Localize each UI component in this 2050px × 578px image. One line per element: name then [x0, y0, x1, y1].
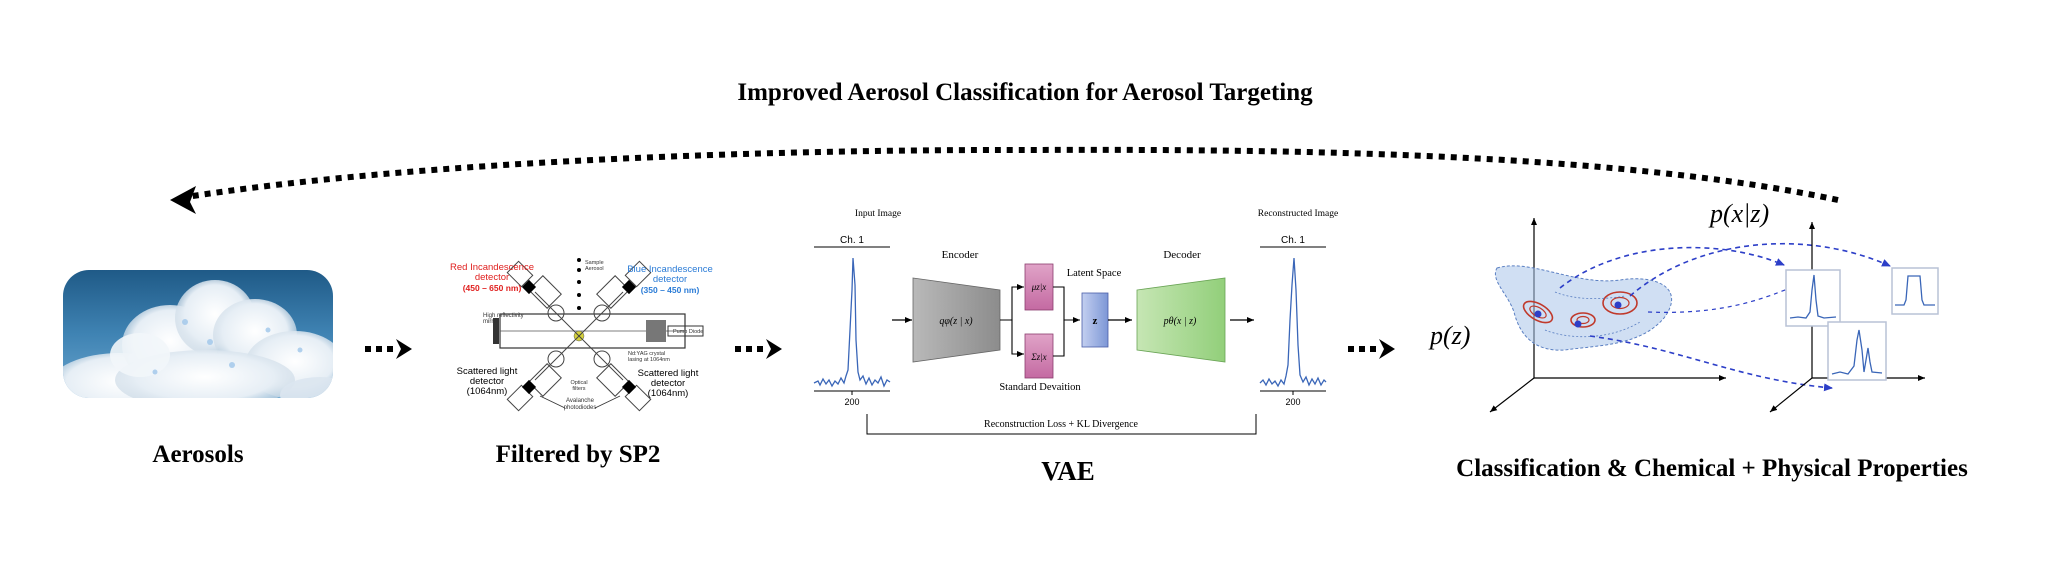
sp2-filters-label: Optical: [570, 380, 587, 386]
stage-label-classification: Classification & Chemical + Physical Pro…: [1456, 455, 1968, 482]
svg-text:Red Incandescence: Red Incandescence: [450, 262, 534, 273]
stage-label-vae: VAE: [1041, 456, 1095, 486]
dotted-arrow-right-icon: [735, 339, 782, 359]
vae-input-signal-plot: Ch. 1 200: [813, 235, 891, 407]
svg-text:Blue Incandescence: Blue Incandescence: [627, 264, 713, 275]
cloud-photo-icon: [63, 270, 333, 398]
svg-text:detector: detector: [653, 274, 687, 285]
vae-reconstructed-signal-plot: Ch. 1 200: [1259, 235, 1327, 407]
svg-text:(1064nm): (1064nm): [467, 386, 508, 397]
vae-mu-block: μz|x: [1024, 263, 1054, 311]
svg-text:Scattered light: Scattered light: [638, 368, 699, 379]
vae-encoder-formula: qφ(z | x): [939, 316, 973, 327]
svg-text:Scattered light: Scattered light: [457, 366, 518, 377]
vae-input-x-tick: 200: [844, 397, 859, 407]
sp2-sample-aerosol-label: Sample: [585, 260, 604, 266]
dotted-arrow-right-icon: [1348, 339, 1395, 359]
svg-text:detector: detector: [470, 376, 504, 387]
svg-text:(350 – 450 nm): (350 – 450 nm): [641, 285, 700, 295]
vae-loss-label: Reconstruction Loss + KL Divergence: [984, 419, 1138, 430]
sp2-photodiodes-label: photodiodes: [564, 405, 597, 411]
vae-reconstructed-image-label: Reconstructed Image: [1258, 209, 1338, 219]
likelihood-mapping-arrows: [1559, 242, 1891, 392]
sp2-mirror-label: mirror: [483, 319, 499, 325]
sp2-photodiodes-label: Avalanche: [566, 398, 595, 404]
vae-loss-bracket: Reconstruction Loss + KL Divergence: [866, 414, 1257, 435]
sp2-crystal-label: lasing at 1064nm: [628, 357, 670, 363]
svg-text:μz|x: μz|x: [1031, 282, 1047, 292]
likelihood-pxz-label: p(x|z): [1708, 199, 1769, 228]
stage-label-sp2: Filtered by SP2: [496, 441, 661, 468]
dotted-return-arrow-icon: [170, 146, 1839, 214]
svg-text:detector: detector: [651, 378, 685, 389]
prior-pz-label: p(z): [1428, 321, 1470, 350]
sp2-mirror-label: High reflectivity: [483, 313, 524, 319]
sp2-scattered-right-label: Scattered light detector (1064nm): [638, 368, 699, 399]
vae-output-channel-label: Ch. 1: [1281, 235, 1305, 246]
vae-latent-z-block: z: [1081, 292, 1109, 348]
vae-std-label: Standard Devaition: [999, 382, 1081, 393]
sp2-schematic: [493, 258, 704, 412]
sp2-sample-aerosol-label: Aerosol: [585, 266, 604, 272]
svg-text:(450 – 650 nm): (450 – 650 nm): [463, 283, 522, 293]
decoded-signal-thumb: [1891, 267, 1939, 315]
svg-text:Σz|x: Σz|x: [1030, 352, 1046, 362]
sp2-red-detector-label: Red Incandescence detector (450 – 650 nm…: [450, 262, 534, 293]
vae-latent-space-label: Latent Space: [1067, 268, 1122, 279]
sp2-filters-label: filters: [572, 386, 585, 392]
sp2-pump-diode-label: Pump Diode: [673, 329, 703, 335]
decoded-signal-thumb: [1785, 269, 1841, 327]
vae-input-image-label: Input Image: [855, 209, 901, 219]
vae-output-x-tick: 200: [1285, 397, 1300, 407]
vae-encoder-label: Encoder: [942, 249, 979, 261]
vae-decoder-label: Decoder: [1163, 249, 1201, 261]
svg-text:(1064nm): (1064nm): [648, 388, 689, 399]
svg-text:z: z: [1093, 315, 1098, 327]
latent-manifold: [1494, 265, 1673, 351]
sp2-blue-detector-label: Blue Incandescence detector (350 – 450 n…: [627, 264, 713, 295]
svg-text:detector: detector: [475, 272, 509, 283]
vae-decoder-formula: pθ(x | z): [1163, 316, 1197, 327]
decoded-signal-thumb: [1827, 321, 1887, 381]
vae-sigma-block: Σz|x: [1024, 333, 1054, 379]
dotted-arrow-right-icon: [365, 339, 412, 359]
sp2-scattered-left-label: Scattered light detector (1064nm): [457, 366, 518, 397]
vae-input-channel-label: Ch. 1: [840, 235, 864, 246]
sp2-crystal-label: Nd:YAG crystal: [628, 351, 665, 357]
vae-encoder-block: qφ(z | x): [912, 277, 1001, 363]
diagram-title: Improved Aerosol Classification for Aero…: [737, 79, 1313, 106]
vae-decoder-block: pθ(x | z): [1136, 277, 1226, 363]
stage-label-aerosols: Aerosols: [152, 441, 243, 468]
